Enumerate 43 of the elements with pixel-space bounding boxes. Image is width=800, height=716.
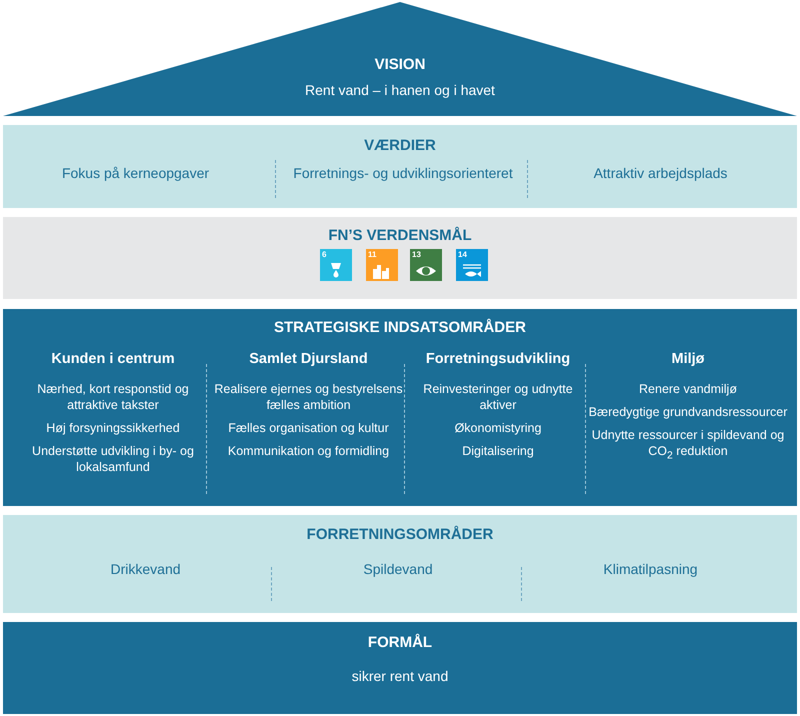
- item-text: Renere vandmiljø: [638, 381, 738, 397]
- business-areas-band: [3, 515, 797, 613]
- column-heading: Forretningsudvikling: [424, 351, 572, 367]
- value-text: Spildevand: [273, 561, 523, 577]
- goal-number: 11: [368, 250, 376, 259]
- value-text: Forretnings- og udviklingsorienteret: [278, 165, 528, 181]
- goals-band: [3, 217, 797, 299]
- value-text: Drikkevand: [23, 561, 268, 577]
- column-heading: Miljø: [670, 351, 706, 367]
- goal-number: 6: [322, 250, 326, 259]
- item-text: Understøtte udvikling i by- og lokalsamfund: [31, 443, 195, 475]
- goal-tile: [366, 249, 398, 281]
- item-text: Nærhed, kort responstid og attraktive takster: [36, 381, 190, 413]
- vision-heading: VISION: [374, 56, 426, 73]
- column-heading: Kunden i centrum: [50, 351, 176, 367]
- goal-number: 14: [458, 250, 467, 259]
- band-heading: FN’S VERDENSMÅL: [327, 227, 473, 244]
- vision-text: Rent vand – i hanen og i havet: [304, 82, 496, 98]
- item-text: Bæredygtige grundvandsressourcer: [588, 404, 788, 420]
- item-text: Økonomistyring: [454, 420, 542, 436]
- purpose-band: [3, 622, 797, 714]
- value-text: Fokus på kerneopgaver: [23, 165, 248, 181]
- goal-tile: [320, 249, 352, 281]
- item-text: Reinvesteringer og udnytte aktiver: [422, 381, 574, 413]
- item-text: Fælles organisation og kultur: [227, 420, 390, 436]
- item-text: Digitalisering: [461, 443, 535, 459]
- value-text: Klimatilpasning: [523, 561, 778, 577]
- values-band: [3, 125, 797, 208]
- band-text: sikrer rent vand: [350, 668, 450, 684]
- item-text: Kommunikation og formidling: [226, 443, 390, 459]
- goal-tile: [456, 249, 488, 281]
- column-heading: Samlet Djursland: [248, 351, 369, 367]
- goal-tile: [410, 249, 442, 281]
- strategy-band: [3, 309, 797, 506]
- item-text: Høj forsyningssikkerhed: [45, 420, 181, 436]
- band-heading: FORRETNINGSOMRÅDER: [306, 526, 494, 543]
- band-heading: STRATEGISKE INDSATSOMRÅDER: [273, 319, 527, 336]
- value-text: Attraktiv arbejdsplads: [543, 165, 778, 181]
- item-text: Udnytte ressourcer i spildevand og CO$_{2}$ reduktion: [590, 427, 786, 464]
- item-text: Realisere ejernes og bestyrelsens fælles ambition: [213, 381, 404, 413]
- band-heading: VÆRDIER: [363, 137, 437, 154]
- goal-number: 13: [412, 250, 421, 259]
- band-heading: FORMÅL: [366, 634, 434, 651]
